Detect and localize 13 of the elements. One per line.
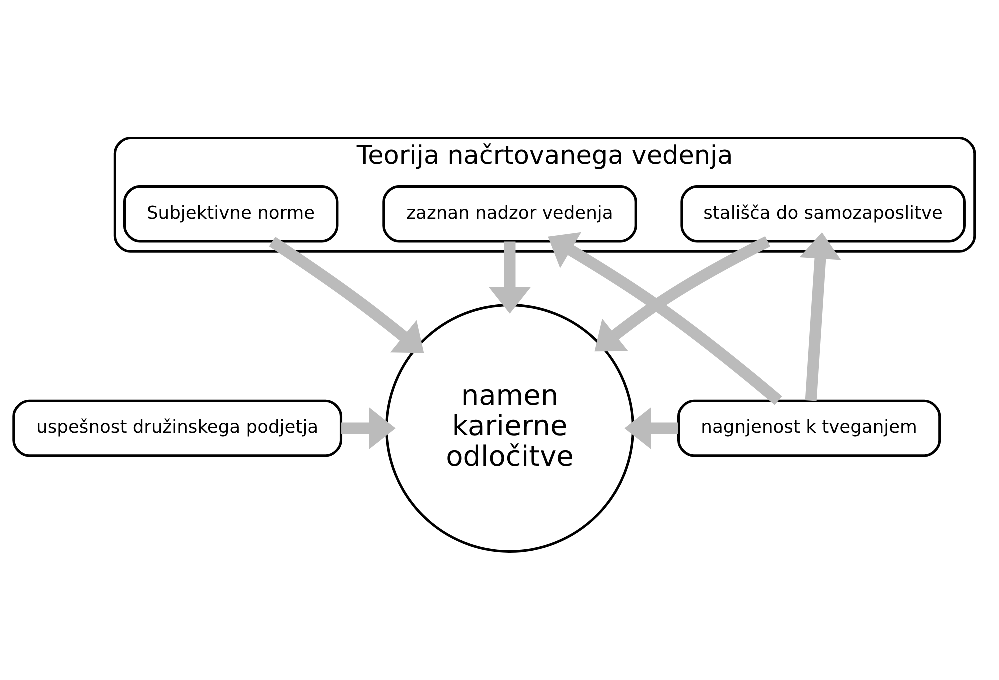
arrow	[342, 408, 396, 450]
arrow	[800, 232, 842, 402]
arrow	[489, 242, 531, 314]
node-box: stališča do samozaposlitve	[680, 185, 966, 243]
arrow	[269, 237, 424, 354]
node-circle: namen karierne odločitve	[386, 304, 634, 554]
arrow	[624, 408, 678, 450]
node-box: zaznan nadzor vedenja	[382, 185, 638, 243]
node-box: nagnjenost k tveganjem	[678, 400, 942, 458]
node-box: Subjektivne norme	[123, 185, 339, 243]
arrow	[594, 236, 771, 352]
arrow	[548, 232, 782, 406]
node-box: uspešnost družinskega podjetja	[12, 400, 343, 458]
